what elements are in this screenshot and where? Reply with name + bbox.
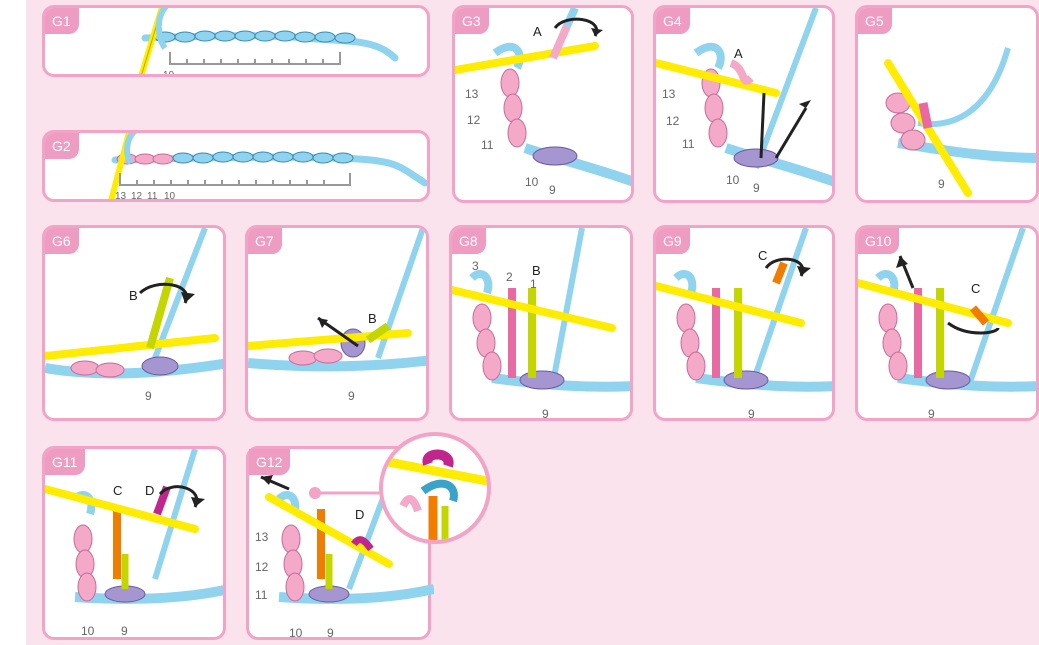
panel-tag: G5 xyxy=(858,8,892,34)
svg-text:B: B xyxy=(368,311,377,326)
panel-tag: G2 xyxy=(45,133,79,159)
instruction-sheet: G1 10 G2 xyxy=(26,0,1039,645)
svg-text:11: 11 xyxy=(255,588,268,602)
panel-tag: G9 xyxy=(656,228,690,254)
panel-tag: G10 xyxy=(858,228,899,254)
svg-text:C: C xyxy=(113,483,122,498)
svg-text:10: 10 xyxy=(726,173,740,187)
svg-text:10: 10 xyxy=(81,624,95,638)
hook xyxy=(45,338,215,356)
g12-zoom-detail xyxy=(379,432,491,544)
g7-illustration: B 9 xyxy=(248,228,429,421)
svg-text:B: B xyxy=(129,288,138,303)
svg-text:13: 13 xyxy=(662,87,676,101)
panel-tag: G11 xyxy=(45,449,85,475)
g1-illustration: 10 xyxy=(45,8,430,77)
panel-g6: G6 B 9 xyxy=(42,225,226,421)
svg-text:9: 9 xyxy=(549,183,556,197)
hook xyxy=(455,46,595,70)
svg-text:D: D xyxy=(145,483,154,498)
svg-text:10: 10 xyxy=(525,175,539,189)
svg-text:9: 9 xyxy=(748,407,755,421)
panel-g9: G9 C 9 xyxy=(653,225,835,421)
panel-tag: G3 xyxy=(455,8,489,34)
svg-text:D: D xyxy=(355,507,364,522)
svg-text:11: 11 xyxy=(481,138,494,152)
svg-text:13: 13 xyxy=(465,87,479,101)
g6-illustration: B 9 xyxy=(45,228,226,421)
ruler-label: 10 xyxy=(163,70,175,77)
panel-g5: G5 9 xyxy=(855,5,1039,203)
svg-text:13: 13 xyxy=(255,530,269,544)
panel-tag: G6 xyxy=(45,228,79,254)
svg-text:2: 2 xyxy=(506,270,513,284)
g11-illustration: C D 10 9 xyxy=(45,449,226,640)
svg-text:12: 12 xyxy=(255,560,269,574)
svg-text:A: A xyxy=(533,24,542,39)
zoom-illustration xyxy=(383,436,487,540)
svg-text:9: 9 xyxy=(327,626,334,640)
ruler xyxy=(120,173,350,185)
svg-text:9: 9 xyxy=(928,407,935,421)
svg-text:9: 9 xyxy=(121,624,128,638)
panel-g10: G10 C 9 xyxy=(855,225,1039,421)
svg-text:9: 9 xyxy=(753,181,760,195)
svg-text:C: C xyxy=(758,248,767,263)
svg-text:11: 11 xyxy=(147,191,158,202)
panel-g4: G4 A 13 12 11 10 9 xyxy=(653,5,835,203)
panel-tag: G8 xyxy=(452,228,486,254)
svg-text:C: C xyxy=(971,281,980,296)
panel-g3: G3 A 13 12 11 10 9 xyxy=(452,5,634,203)
panel-g2: G2 13 12 11 10 xyxy=(42,130,430,202)
panel-tag: G1 xyxy=(45,8,79,34)
svg-text:10: 10 xyxy=(164,191,176,202)
svg-text:9: 9 xyxy=(938,177,945,191)
panel-tag: G7 xyxy=(248,228,282,254)
svg-text:11: 11 xyxy=(682,137,695,151)
g9-illustration: C 9 xyxy=(656,228,835,421)
svg-text:12: 12 xyxy=(666,114,680,128)
g8-illustration: 3 2 1 B 9 xyxy=(452,228,633,421)
svg-text:10: 10 xyxy=(289,626,303,640)
svg-text:12: 12 xyxy=(467,113,481,127)
svg-text:9: 9 xyxy=(542,407,549,421)
svg-text:12: 12 xyxy=(131,191,143,202)
panel-g1: G1 10 xyxy=(42,5,430,77)
svg-text:9: 9 xyxy=(145,389,152,403)
svg-text:A: A xyxy=(734,46,743,61)
svg-text:B: B xyxy=(532,263,541,278)
g3-illustration: A 13 12 11 10 9 xyxy=(455,8,634,203)
svg-text:3: 3 xyxy=(472,259,479,273)
svg-text:1: 1 xyxy=(530,277,537,291)
panel-g8: G8 3 2 1 B 9 xyxy=(449,225,633,421)
g10-illustration: C 9 xyxy=(858,228,1039,421)
g5-illustration: 9 xyxy=(858,8,1039,203)
svg-text:9: 9 xyxy=(348,389,355,403)
panel-tag: G4 xyxy=(656,8,690,34)
svg-text:13: 13 xyxy=(115,191,127,202)
panel-tag: G12 xyxy=(249,449,290,475)
g2-illustration: 13 12 11 10 xyxy=(45,133,430,202)
g4-illustration: A 13 12 11 10 9 xyxy=(656,8,835,203)
panel-g11: G11 C D 10 9 xyxy=(42,446,226,640)
stitch-column xyxy=(501,69,526,147)
panel-g7: G7 B 9 xyxy=(245,225,429,421)
ruler xyxy=(170,52,340,64)
